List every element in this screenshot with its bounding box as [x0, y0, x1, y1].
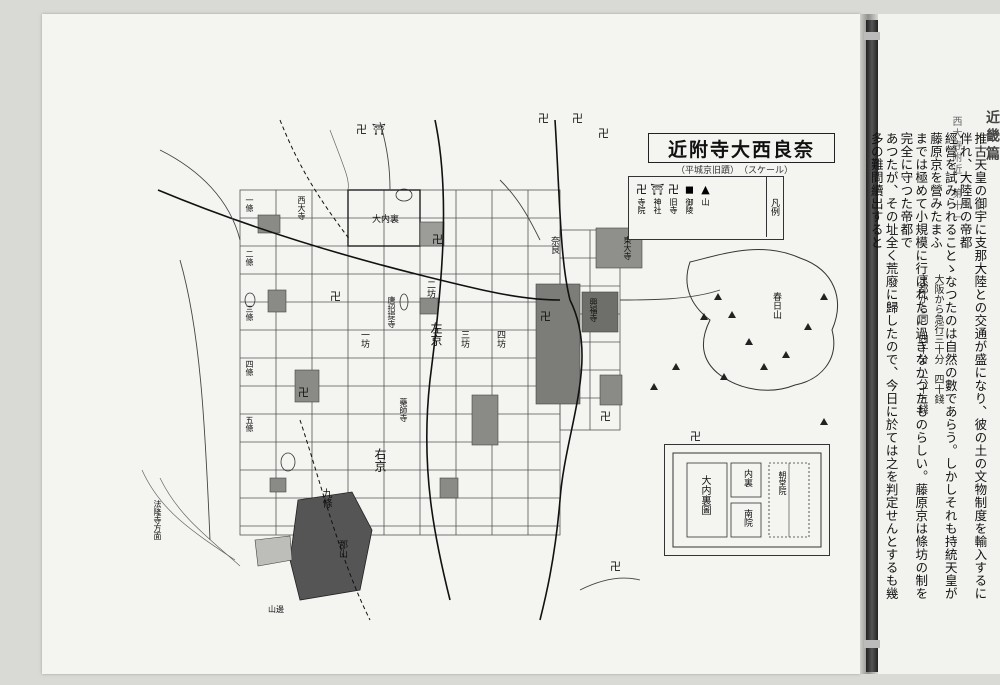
- legend-item-label: 神社: [653, 198, 662, 214]
- kasugayama-hills: [686, 248, 838, 391]
- label-ichibo: 一坊: [359, 330, 369, 348]
- svg-text:卍: 卍: [600, 410, 611, 423]
- text-page: [878, 14, 1000, 674]
- railway-dashed: [279, 119, 371, 621]
- legend-item: ◼ 御陵: [683, 183, 696, 214]
- palace-area: [347, 189, 421, 247]
- old-temple-icon: 卍: [668, 183, 679, 196]
- label-ukyo: 右京: [373, 448, 387, 472]
- svg-text:⛩: ⛩: [372, 123, 386, 136]
- svg-text:卍: 卍: [690, 430, 701, 443]
- body-line: 經營を試みられることゝなつたのは自然の數であらう。しかしそれも持統天皇が藤原京を…: [927, 132, 958, 600]
- map-subtitle: （平城京旧蹟） （スケール）: [676, 166, 794, 176]
- legend-item-label: 寺院: [637, 198, 646, 214]
- label-kofukuji: 興福寺: [589, 298, 598, 322]
- map-page: [42, 14, 860, 674]
- svg-text:卍: 卍: [598, 127, 609, 140]
- body-text: 推古天皇の御宇に支那大陸との交通が盛になり、彼の土の文物制度を輸入するに伴れ、大…: [868, 132, 988, 602]
- label-ichijo: 一條: [245, 196, 254, 212]
- label-yakushiji: 藥師寺: [399, 398, 408, 422]
- label-nibo: 二坊: [425, 280, 435, 298]
- timing-line: 大阪から急行三十分 四十錢: [932, 274, 943, 404]
- inset-chodo: 朝堂院: [778, 471, 787, 495]
- temple-icon: 卍: [636, 183, 647, 196]
- ribbon-clip-top: [864, 32, 880, 40]
- label-nijo: 二條: [245, 250, 254, 266]
- legend-item: ⛩ 神社: [650, 183, 665, 214]
- svg-text:卍: 卍: [572, 112, 583, 125]
- svg-text:卍: 卍: [432, 233, 443, 246]
- mountain-icon: ▲: [701, 183, 710, 196]
- label-shijo: 四條: [245, 360, 254, 376]
- palace-inset-drawing: [672, 452, 822, 548]
- ponds: [244, 188, 413, 472]
- inset-naiji: 内裏: [742, 469, 752, 487]
- section-subheader: 西大寺附近 第十一: [950, 116, 961, 224]
- railway-lines: [157, 119, 583, 621]
- ribbon-clip-bottom: [864, 640, 880, 648]
- label-shibo: 四坊: [495, 330, 505, 348]
- legend-item: 卍 寺院: [635, 183, 648, 214]
- svg-text:卍: 卍: [356, 123, 367, 136]
- map-title: 近附寺大西良奈: [648, 133, 835, 163]
- label-sanjo: 三條: [245, 305, 254, 321]
- label-gojo: 五條: [245, 416, 254, 432]
- legend-item-label: 旧寺: [669, 198, 678, 214]
- legend-items: 卍 寺院 ⛩ 神社 卍 旧寺 ◼ 御陵 ▲ 山: [635, 183, 765, 214]
- bookmark-ribbon: [866, 20, 878, 672]
- svg-text:卍: 卍: [540, 310, 551, 323]
- body-line: あつたが、その址全く荒廢に歸したので、今日に於ては之を判定せんとするも幾多の難問…: [868, 132, 899, 600]
- svg-text:卍: 卍: [538, 112, 549, 125]
- label-nara: 奈良: [549, 236, 559, 254]
- body-line: までは極めて小規模に行はれたに過ぎなかつたものらしい。藤原京は條坊の制を完全に守…: [898, 132, 929, 600]
- palace-inset: 大内裏圖 内裏 南院 朝堂院: [664, 444, 830, 556]
- label-sakyo: 左京: [429, 322, 443, 346]
- label-sanbo: 三坊: [459, 330, 469, 348]
- label-kasugayama: 春日山: [771, 292, 781, 319]
- roads: [159, 121, 721, 591]
- label-kujo: 九條: [320, 488, 331, 508]
- shrine-icon: ⛩: [650, 183, 665, 196]
- section-header: 近畿篇: [984, 110, 1000, 164]
- legend-item-label: 山: [701, 198, 710, 206]
- body-line: 推古天皇の御宇に支那大陸との交通が盛になり、彼の土の文物制度を輸入するに伴れ、大…: [957, 132, 988, 600]
- mountain-icons: [650, 293, 828, 425]
- label-horyuji: 法隆寺方面: [153, 500, 162, 540]
- temple-areas: [257, 214, 643, 499]
- svg-text:卍: 卍: [610, 560, 621, 573]
- legend-item: 卍 旧寺: [667, 183, 680, 214]
- label-saidaiji: 西大寺: [297, 196, 306, 220]
- legend-item-label: 御陵: [685, 198, 694, 214]
- rivers: [141, 129, 349, 567]
- tomb-icon: ◼: [684, 183, 695, 196]
- label-daidairi: 大内裏: [372, 215, 400, 225]
- svg-text:卍: 卍: [298, 386, 309, 399]
- inset-title: 大内裏圖: [699, 475, 710, 515]
- label-yamabe: 山邊: [268, 605, 284, 614]
- label-todaiji: 東大寺: [623, 236, 632, 260]
- legend-item: ▲ 山: [699, 183, 712, 214]
- temple-symbols: 卍 ⛩ 卍 卍 卍 卍 卍 卍 卍 卍 卍 卍: [298, 112, 701, 573]
- access-timing: 大阪から急行三十分 四十錢 京都から同 四十分 六十五錢: [913, 274, 945, 414]
- timing-line: 京都から同 四十分 六十五錢: [916, 274, 927, 414]
- inset-nanin: 南院: [742, 509, 752, 527]
- city-grid: [239, 189, 561, 536]
- kofun-mound: [289, 491, 373, 601]
- label-toshodaiji: 唐招提寺: [387, 296, 396, 328]
- legend-title: 凡例: [766, 177, 781, 237]
- label-koriyama: 郡山: [337, 540, 347, 558]
- map-legend: 卍 寺院 ⛩ 神社 卍 旧寺 ◼ 御陵 ▲ 山 凡例: [628, 176, 784, 240]
- svg-text:卍: 卍: [330, 290, 341, 303]
